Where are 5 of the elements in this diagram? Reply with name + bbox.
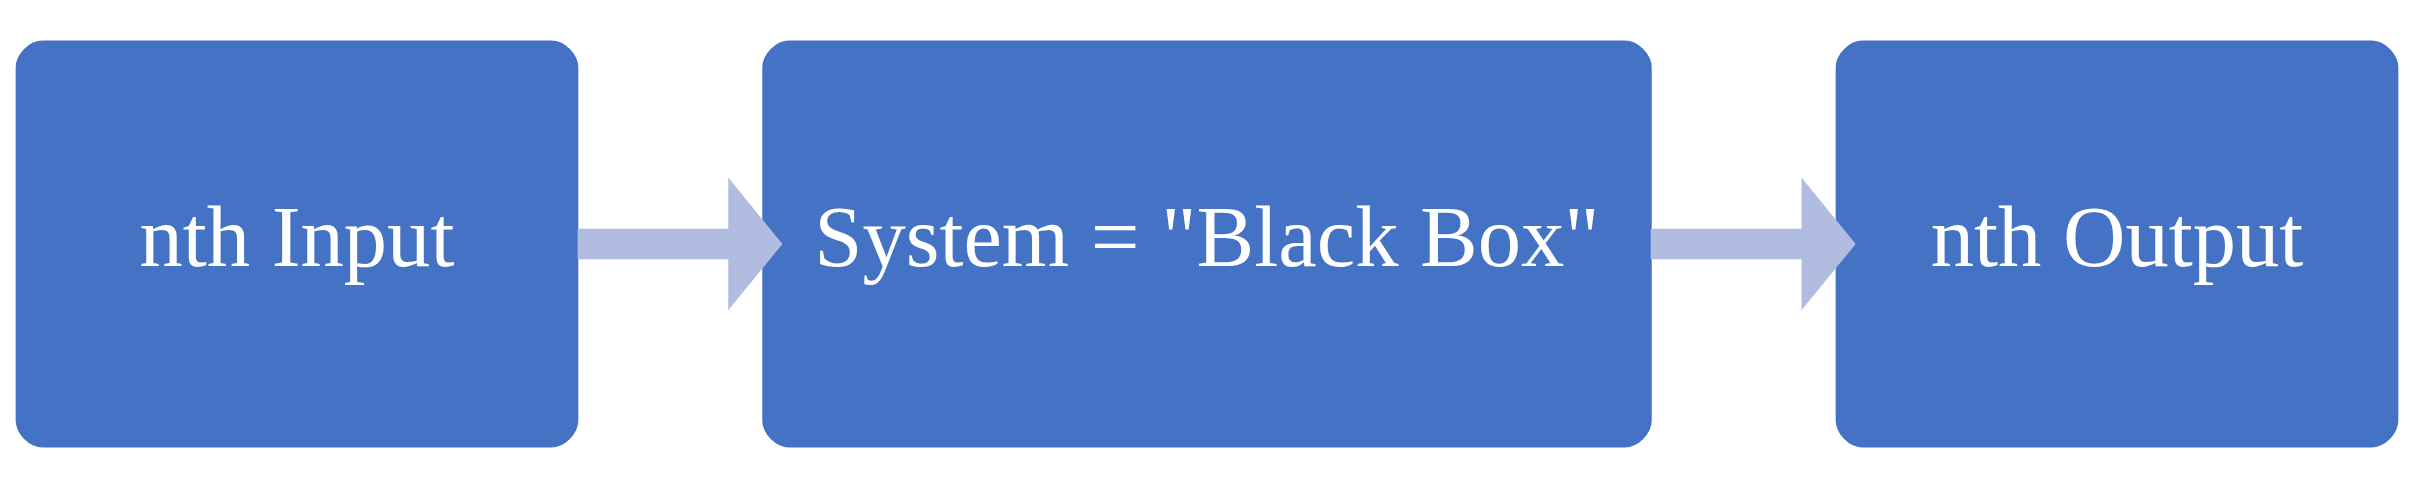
node-box: nth Output bbox=[1835, 40, 2399, 447]
node-box: System = "Black Box" bbox=[762, 40, 1652, 447]
node-box: nth Input bbox=[15, 40, 579, 447]
arrow bbox=[1650, 177, 1856, 310]
arrow bbox=[577, 177, 783, 310]
